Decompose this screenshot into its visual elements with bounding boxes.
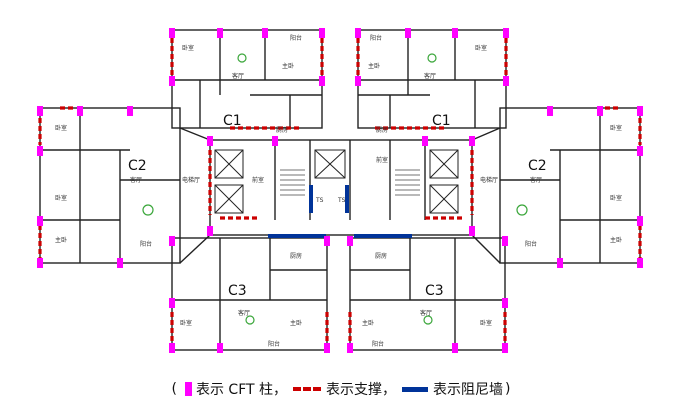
legend-item-damper: 表示阻尼墙 <box>396 379 503 399</box>
unit-label-c3-right: C3 <box>425 283 444 299</box>
legend-open-paren: ( <box>171 381 177 397</box>
room-label: 主卧 <box>55 236 67 244</box>
room-label: 厨房 <box>276 126 288 134</box>
room-label: 前室 <box>252 176 264 184</box>
unit-label-c1-right: C1 <box>432 113 451 129</box>
brace-lines <box>38 38 642 342</box>
stairs <box>280 169 420 196</box>
legend-item-brace: 表示支撑， <box>287 379 396 399</box>
room-label: 客厅 <box>232 72 244 80</box>
room-label: 前室 <box>376 156 388 164</box>
cft-column-swatch <box>184 382 192 396</box>
unit-labels: C1 C1 C2 C2 C3 C3 <box>128 113 547 299</box>
room-label: 厨房 <box>375 252 387 260</box>
unit-label-c2-left: C2 <box>128 158 147 174</box>
legend: ( 表示 CFT 柱， 表示支撑， 表示阻尼墙 ) <box>0 372 682 406</box>
room-label: 客厅 <box>530 176 542 184</box>
legend-brace-text: 表示支撑， <box>326 382 397 398</box>
room-label: TS <box>337 197 346 204</box>
room-labels: 卧室 客厅 主卧 阳台 厨房 卧室 客厅 主卧 阳台 厨房 卧室 卧室 主卧 客… <box>55 34 622 348</box>
elevator-shafts <box>214 149 459 214</box>
cft-columns <box>37 28 643 353</box>
room-label: 主卧 <box>368 62 380 70</box>
room-label: 卧室 <box>180 319 192 327</box>
room-label: 卧室 <box>610 124 622 132</box>
room-label: 电梯厅 <box>182 176 200 184</box>
room-label: 主卧 <box>610 236 622 244</box>
room-label: 主卧 <box>290 319 302 327</box>
room-label: 阳台 <box>268 340 280 348</box>
room-label: 阳台 <box>370 34 382 42</box>
walls <box>39 29 641 351</box>
room-label: 阳台 <box>140 240 152 248</box>
room-label: 厨房 <box>376 126 388 134</box>
room-label: 电梯厅 <box>480 176 498 184</box>
room-label: 客厅 <box>130 176 142 184</box>
legend-damper-text: 表示阻尼墙 <box>433 382 504 398</box>
room-label: 卧室 <box>610 194 622 202</box>
room-label: 阳台 <box>290 34 302 42</box>
floor-plan-diagram: C1 C1 C2 C2 C3 C3 卧室 客厅 主卧 阳台 厨房 卧室 客厅 主… <box>37 28 643 353</box>
damper-wall-swatch <box>402 386 429 392</box>
room-label: 厨房 <box>290 252 302 260</box>
unit-label-c2-right: C2 <box>528 158 547 174</box>
unit-label-c1-left: C1 <box>223 113 242 129</box>
damper-walls <box>268 185 412 238</box>
room-label: 卧室 <box>55 124 67 132</box>
room-label: 主卧 <box>282 62 294 70</box>
room-label: 主卧 <box>362 319 374 327</box>
room-label: 客厅 <box>420 309 432 317</box>
room-label: 卧室 <box>475 44 487 52</box>
room-label: 卧室 <box>182 44 194 52</box>
room-label: TS <box>315 197 324 204</box>
room-label: 卧室 <box>55 194 67 202</box>
room-label: 阳台 <box>525 240 537 248</box>
room-label: 客厅 <box>238 309 250 317</box>
room-label: 卧室 <box>480 319 492 327</box>
legend-cft-text: 表示 CFT 柱， <box>195 382 288 398</box>
brace-swatch <box>293 387 322 391</box>
room-label: 客厅 <box>424 72 436 80</box>
unit-label-c3-left: C3 <box>228 283 247 299</box>
room-label: 阳台 <box>372 340 384 348</box>
legend-item-cft: 表示 CFT 柱， <box>179 379 287 399</box>
furniture-marks <box>142 53 528 325</box>
legend-close-paren: ) <box>505 381 511 397</box>
